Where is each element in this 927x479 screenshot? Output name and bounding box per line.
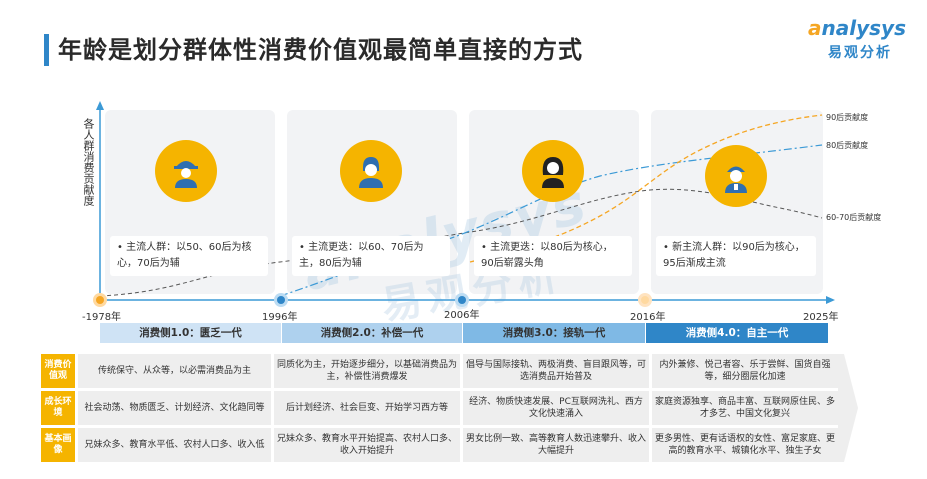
table-cell: 同质化为主，开始逐步细分，以基础消费品为主，补偿性消费爆发 [274,354,460,388]
series-label-80: 80后贡献度 [826,141,869,150]
era-note-1: • 主流人群：以50、60后为核心，70后为辅 [110,236,268,276]
table-cell: 更多男性、更有话语权的女性、富足家庭、更高的教育水平、城镇化水平、独生子女 [652,428,838,462]
year-label-2025: 2025年 [803,312,839,323]
table-cell: 内外兼修、悦己者容、乐于尝鲜、国货自强等，细分圈层化加速 [652,354,838,388]
table-cell: 男女比例一致、高等教育人数迅速攀升、收入大幅提升 [463,428,649,462]
era-note-4: • 新主流人群：以90后为核心，95后渐成主流 [656,236,816,276]
series-label-60-70: 60-70后贡献度 [826,213,882,222]
row-label-environment: 成长环境 [41,391,75,425]
era-note-3: • 主流更迭：以80后为核心，90后崭露头角 [474,236,632,276]
series-label-90: 90后贡献度 [826,113,869,122]
era-note-2: • 主流更迭：以60、70后为主，80后为辅 [292,236,450,276]
year-label-2006: 2006年 [444,310,480,321]
table-cell: 后计划经济、社会巨变、开始学习西方等 [274,391,460,425]
young-worker-icon [705,145,767,207]
table-arrow-chevron [838,354,858,462]
table-cell: 社会动荡、物质匮乏、计划经济、文化趋同等 [78,391,271,425]
page-title: 年龄是划分群体性消费价值观最简单直接的方式 [58,36,583,64]
table-cell: 家庭资源独享、商品丰富、互联网原住民、多才多艺、中国文化复兴 [652,391,838,425]
person-icon [340,140,402,202]
logo-wordmark: analysys [808,16,906,40]
year-label-2016: 2016年 [630,312,666,323]
year-label-1996: 1996年 [262,312,298,323]
series-line-90 [469,114,823,263]
worker-helmet-icon [155,140,217,202]
analysys-logo: analysys 易观分析 [808,16,908,66]
era-band-4: 消费侧4.0：自主一代 [646,323,828,343]
table-cell: 经济、物质快速发展、PC互联网洗礼、西方文化快速涌入 [463,391,649,425]
y-axis-arrow [96,101,104,110]
table-cell: 兄妹众多、教育水平低、农村人口多、收入低 [78,428,271,462]
table-cell: 倡导与国际接轨、两极消费、盲目跟风等，可选消费品开始普及 [463,354,649,388]
y-axis-label: 各人群消费贡献度 [82,118,95,206]
year-label-1978: -1978年 [82,312,122,323]
row-label-values: 消费价值观 [41,354,75,388]
table-cell: 传统保守、从众等，以必需消费品为主 [78,354,271,388]
row-label-portrait: 基本画像 [41,428,75,462]
era-band-1: 消费侧1.0：匮乏一代 [100,323,281,343]
table-cell: 兄妹众多、教育水平开始提高、农村人口多、收入开始提升 [274,428,460,462]
era-band-2: 消费侧2.0：补偿一代 [282,323,462,343]
era-band-3: 消费侧3.0：接轨一代 [463,323,645,343]
x-axis-arrow [826,296,835,304]
logo-chinese: 易观分析 [828,45,892,61]
woman-icon [522,140,584,202]
title-accent-bar [44,34,49,66]
